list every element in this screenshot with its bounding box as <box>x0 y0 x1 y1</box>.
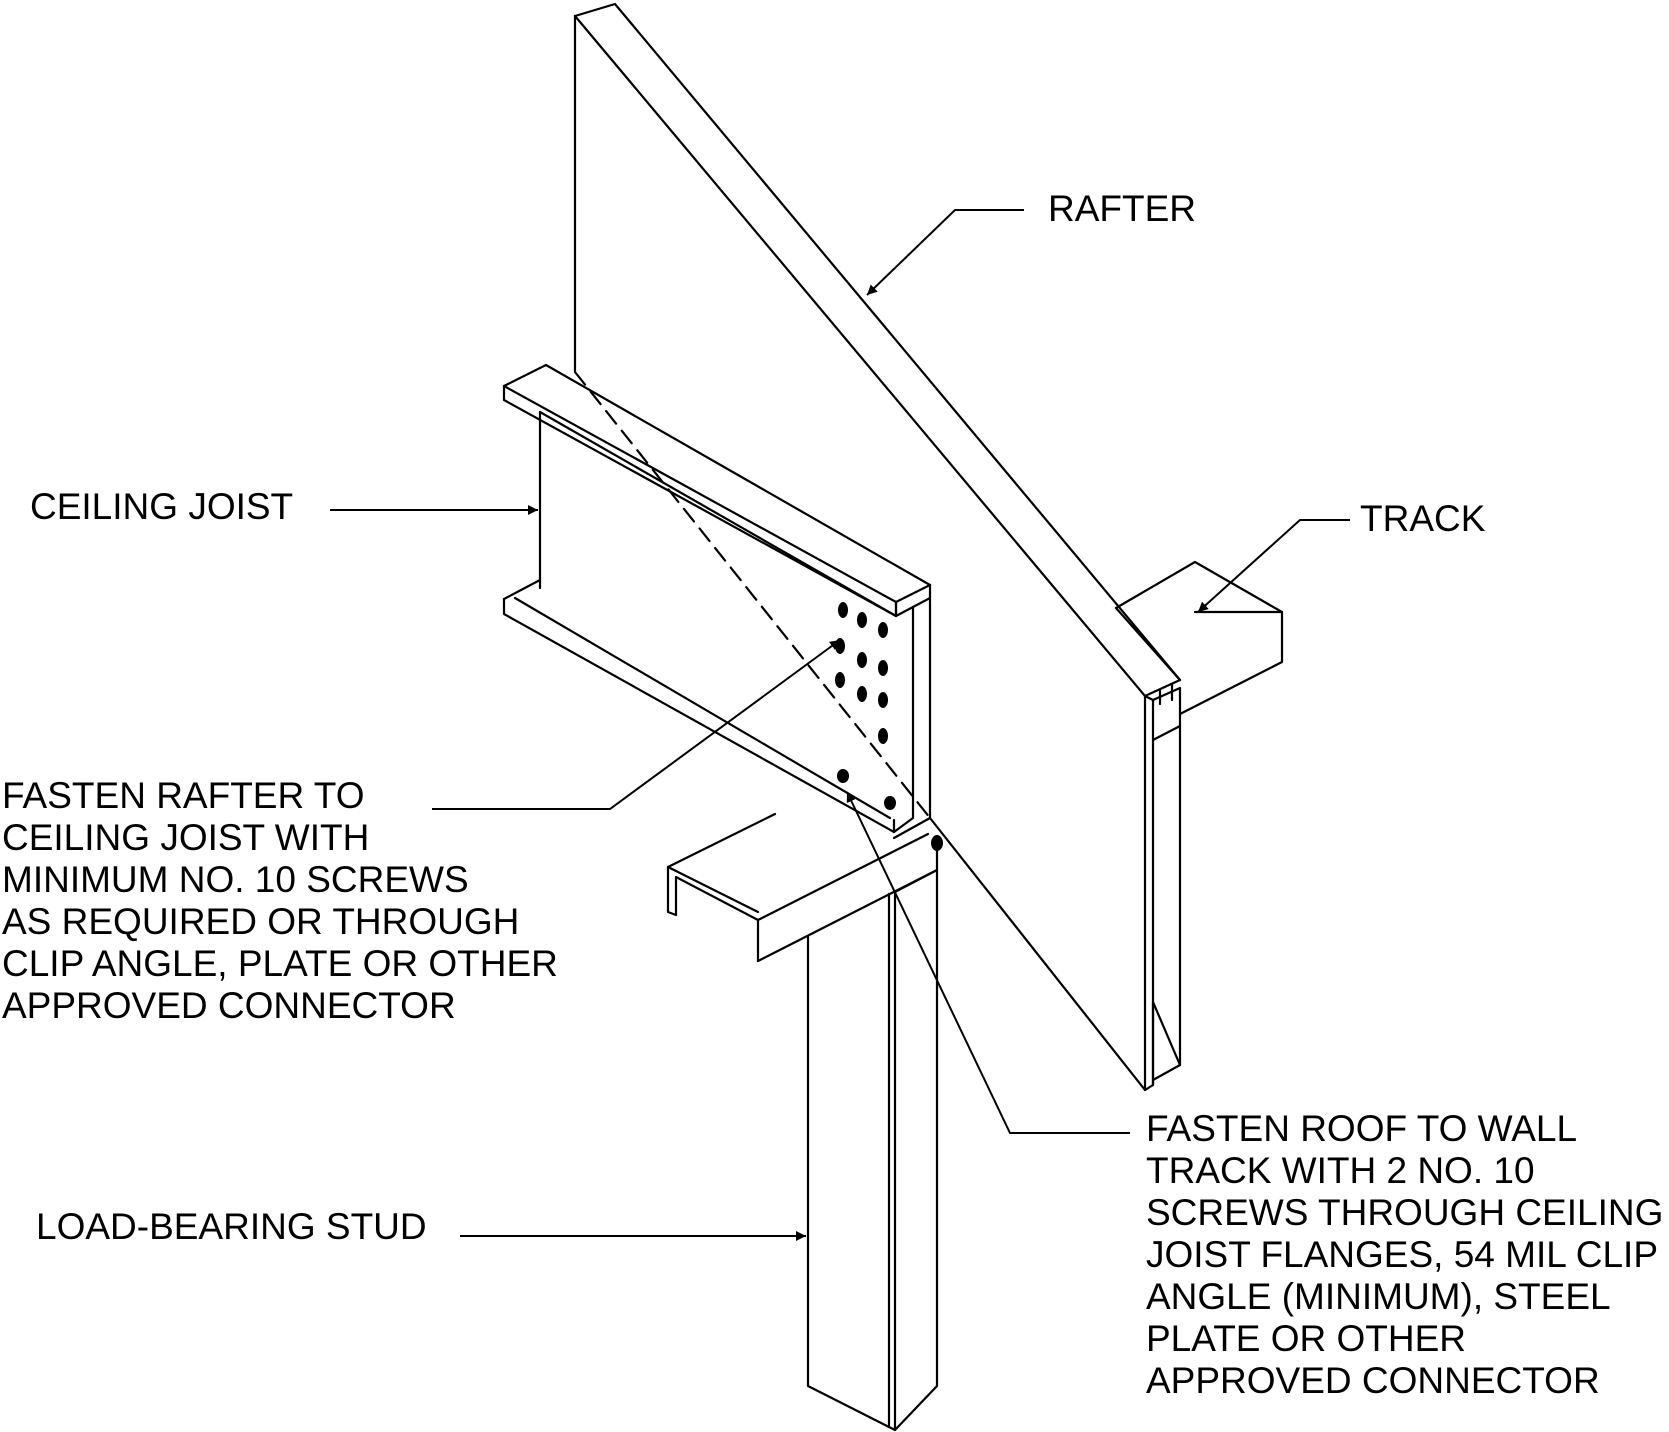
screw <box>857 612 867 628</box>
track-leader <box>1197 519 1350 613</box>
ceiling-joist <box>502 363 932 840</box>
note-line: CLIP ANGLE, PLATE OR OTHER <box>2 943 558 984</box>
fasten-roof-leader <box>846 791 1130 1134</box>
rafter-track <box>1114 560 1284 742</box>
note-line: AS REQUIRED OR THROUGH <box>2 901 520 942</box>
load-bearing-stud <box>806 868 939 1432</box>
note-line: FASTEN ROOF TO WALL <box>1146 1108 1578 1149</box>
rafter <box>573 2 1182 1092</box>
load-bearing-stud-label: LOAD-BEARING STUD <box>36 1206 427 1247</box>
screw <box>878 660 888 676</box>
fasten-rafter-leader <box>432 639 841 810</box>
screw <box>835 672 845 688</box>
note-line: APPROVED CONNECTOR <box>2 985 456 1026</box>
note-line: APPROVED CONNECTOR <box>1146 1360 1600 1401</box>
screw <box>857 686 867 702</box>
note-line: FASTEN RAFTER TO <box>2 775 365 816</box>
screw <box>838 602 848 618</box>
screw <box>837 769 849 783</box>
note-line: ANGLE (MINIMUM), STEEL <box>1146 1276 1611 1317</box>
screw <box>878 692 888 708</box>
screw <box>878 622 888 638</box>
note-line: TRACK WITH 2 NO. 10 <box>1146 1150 1535 1191</box>
fasten-roof-note: FASTEN ROOF TO WALL TRACK WITH 2 NO. 10 … <box>1146 1108 1663 1402</box>
screw <box>857 652 867 668</box>
rafter-leader <box>866 209 1024 296</box>
screw <box>931 835 943 851</box>
screw-pattern <box>835 602 943 851</box>
track-label: TRACK <box>1360 498 1486 539</box>
ceiling-joist-label: CEILING JOIST <box>30 486 294 527</box>
note-line: PLATE OR OTHER <box>1146 1318 1467 1359</box>
hidden-rafter-edge <box>573 370 932 820</box>
note-line: CEILING JOIST WITH <box>2 817 370 858</box>
note-line: JOIST FLANGES, 54 MIL CLIP <box>1146 1234 1659 1275</box>
fasten-rafter-note: FASTEN RAFTER TO CEILING JOIST WITH MINI… <box>2 775 558 1027</box>
note-line: MINIMUM NO. 10 SCREWS <box>2 859 469 900</box>
note-line: SCREWS THROUGH CEILING <box>1146 1192 1664 1233</box>
screw <box>884 796 896 810</box>
rafter-label: RAFTER <box>1048 188 1196 229</box>
screw <box>878 728 888 744</box>
